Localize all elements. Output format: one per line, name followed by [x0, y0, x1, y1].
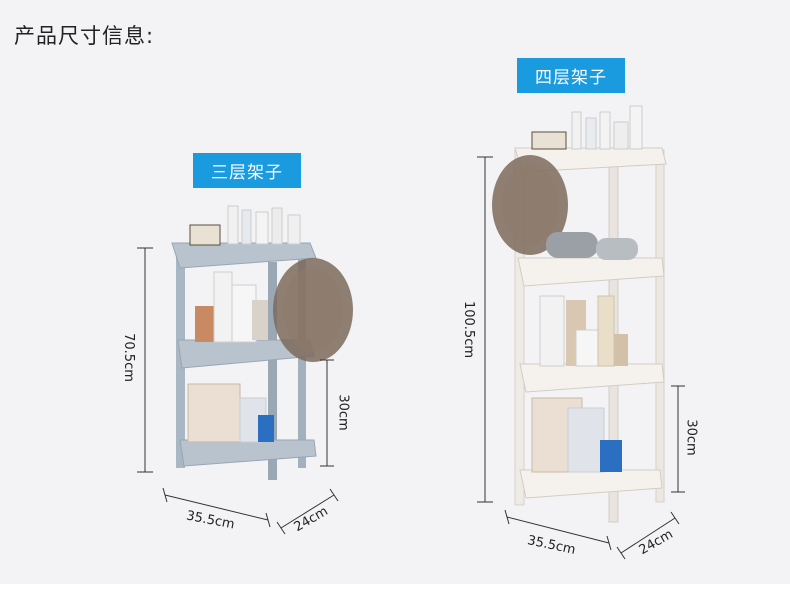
bottom-strip [0, 584, 790, 594]
four-tier-rack [492, 105, 667, 523]
four-tier-shelf-gap-label: 30cm [683, 419, 699, 456]
three-tier-dimension-lines [137, 247, 339, 535]
four-tier-height-label: 100.5cm [461, 300, 477, 359]
four-tier-dimension-lines [477, 156, 685, 560]
three-tier-height-label: 70.5cm [120, 333, 136, 382]
three-tier-shelf-gap-label: 30cm [335, 394, 351, 431]
page-title: 产品尺寸信息: [14, 24, 155, 48]
three-tier-rack [171, 205, 353, 480]
variant-label-three-tier: 三层架子 [193, 153, 301, 188]
variant-label-four-tier: 四层架子 [517, 58, 625, 93]
